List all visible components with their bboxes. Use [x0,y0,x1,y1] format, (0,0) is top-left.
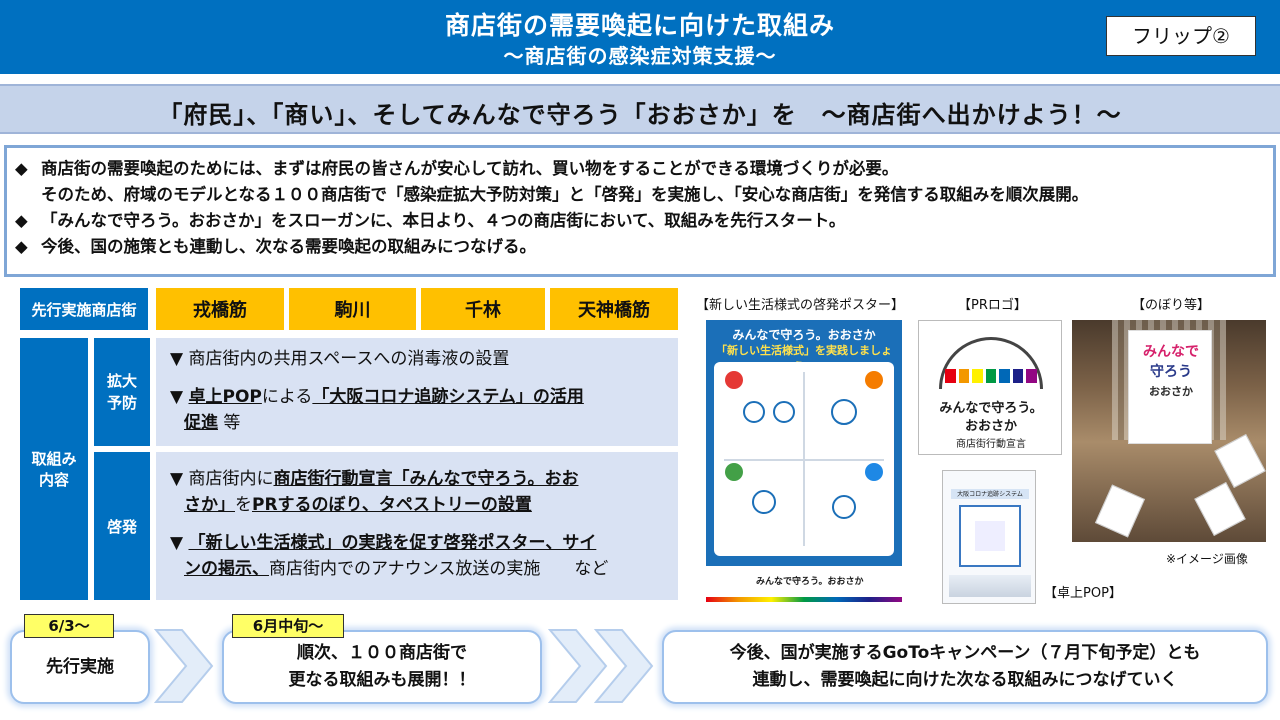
pop-head-text: 大阪コロナ追跡システム [951,489,1029,499]
tabletop-pop-image: 大阪コロナ追跡システム [942,470,1036,604]
step1-date-tag: 6/3～ [24,614,114,638]
poster-footer: みんなで守ろう。おおさか [706,566,902,602]
side-label-line1: 取組み [31,450,77,468]
logo-caption: 【PRロゴ】 [958,298,1027,313]
bullet-item: そのため、府域のモデルとなる１００商店街で「感染症拡大予防対策」と「啓発」を実施… [15,182,1273,208]
row-label-line1: 拡大 [106,372,137,390]
diamond-icon: ◆ [15,159,28,178]
awareness-item-1: ▼ 商店街内に商店街行動宣言「みんなで守ろう。おお さか」をPRするのぼり、タペ… [170,469,579,515]
step2-line2: 更なる取組みも展開！！ [288,670,476,690]
bullet-text: 今後、国の施策とも連動し、次なる需要喚起の取組みにつなげる。 [41,237,536,256]
poster-footer-text: みんなで守ろう。おおさか [756,577,864,587]
bullet-text: そのため、府域のモデルとなる１００商店街で「感染症拡大予防対策」と「啓発」を実施… [41,185,1089,204]
banner-text-2: 守ろう [1150,364,1192,380]
flip-label: フリップ② [1106,16,1256,56]
summary-box: ◆ 商店街の需要喚起のためには、まずは府民の皆さんが安心して訪れ、買い物をするこ… [4,145,1276,277]
diamond-icon: ◆ [15,237,28,256]
rainbow-stripe [706,597,902,602]
pop-caption: 【卓上POP】 [1044,586,1122,601]
side-label-line2: 内容 [38,471,69,489]
flag-icon [1214,434,1266,488]
street-tenjinbashisuji: 天神橋筋 [550,288,678,330]
bullet-text: 商店街の需要喚起のためには、まずは府民の皆さんが安心して訪れ、買い物をすることが… [41,159,899,178]
table-header-label: 先行実施商店街 [20,288,148,330]
street-ebisubashi: 戎橋筋 [156,288,284,330]
step3-line1: 今後、国が実施するGoToキャンペーン（７月下旬予定）とも [729,643,1201,663]
step2-line1: 順次、１００商店街で [297,643,467,663]
row-label-line2: 予防 [106,394,137,412]
flag-icon [1194,482,1246,536]
logo-text-3: 商店街行動宣言 [956,439,1026,450]
slogan-bar: 「府民」、「商い」、そしてみんなで守ろう「おおさか」を ～商店街へ出かけよう！～ [0,84,1280,134]
awareness-item-2: ▼ 「新しい生活様式」の実践を促す啓発ポスター、サイ ンの掲示、商店街内でのアナ… [170,533,609,579]
diamond-icon: ◆ [15,211,28,230]
step2-box: 順次、１００商店街で 更なる取組みも展開！！ [222,630,542,704]
bullet-item: ◆ 商店街の需要喚起のためには、まずは府民の皆さんが安心して訪れ、買い物をするこ… [15,156,1273,182]
poster-caption: 【新しい生活様式の啓発ポスター】 [696,298,905,313]
nobori-caption: 【のぼり等】 [1132,298,1211,313]
bullet-item: ◆ 今後、国の施策とも連動し、次なる需要喚起の取組みにつなげる。 [15,234,1273,260]
banner-text-1: みんなで [1143,344,1199,360]
logo-text-1: みんなで守ろう。 [939,401,1043,416]
step1-box: 先行実施 [10,630,150,704]
prevention-content: ▼ 商店街内の共用スペースへの消毒液の設置 ▼ 卓上POPによる「大阪コロナ追跡… [156,338,678,446]
poster-illustration-icon [724,371,884,546]
pop-stand [949,575,1031,597]
prevention-item-1: ▼ 商店街内の共用スペースへの消毒液の設置 [170,349,510,369]
awareness-poster-image: みんなで守ろう。おおさか 「新しい生活様式」を実践しましょう。 みんなで守ろう。… [706,320,902,602]
step1-text: 先行実施 [46,656,114,677]
header-banner: 商店街の需要喚起に向けた取組み ～商店街の感染症対策支援～ フリップ② [0,0,1280,74]
logo-stripes-icon [945,369,1038,383]
page-subtitle: ～商店街の感染症対策支援～ [503,44,777,68]
row-label-prevention: 拡大 予防 [94,338,150,446]
bullet-item: ◆ 「みんなで守ろう。おおさか」をスローガンに、本日より、４つの商店街において、… [15,208,1273,234]
bullet-text: 「みんなで守ろう。おおさか」をスローガンに、本日より、４つの商店街において、取組… [41,211,846,230]
pr-logo-image: みんなで守ろう。 おおさか 商店街行動宣言 [918,320,1062,455]
step2-date-tag: 6月中旬～ [232,614,344,638]
awareness-content: ▼ 商店街内に商店街行動宣言「みんなで守ろう。おお さか」をPRするのぼり、タペ… [156,452,678,600]
step3-line2: 連動し、需要喚起に向けた次なる取組みにつなげていく [752,670,1178,690]
image-note: ※イメージ画像 [1166,552,1248,566]
tapestry-banner: みんなで 守ろう おおさか [1128,330,1212,444]
street-senbayashi: 千林 [421,288,545,330]
banner-text-3: おおさか [1149,385,1193,398]
side-label: 取組み 内容 [20,338,88,600]
double-chevron-right-icon [548,629,654,703]
prevention-item-2: ▼ 卓上POPによる「大阪コロナ追跡システム」の活用 促進 等 [170,387,584,433]
arcade-photo-image: みんなで 守ろう おおさか [1072,320,1266,542]
poster-title: みんなで守ろう。おおさか [732,328,876,342]
row-label-awareness: 啓発 [94,452,150,600]
qr-code-icon [959,505,1021,567]
step3-box: 今後、国が実施するGoToキャンペーン（７月下旬予定）とも 連動し、需要喚起に向… [662,630,1268,704]
flag-icon [1095,484,1145,538]
page-title: 商店街の需要喚起に向けた取組み [444,11,835,40]
slogan-text: 「府民」、「商い」、そしてみんなで守ろう「おおさか」を ～商店街へ出かけよう！～ [158,101,1122,129]
poster-illustration [714,362,894,556]
logo-text-2: おおさか [964,419,1017,434]
chevron-right-icon [154,629,214,703]
street-komagawa: 駒川 [289,288,416,330]
